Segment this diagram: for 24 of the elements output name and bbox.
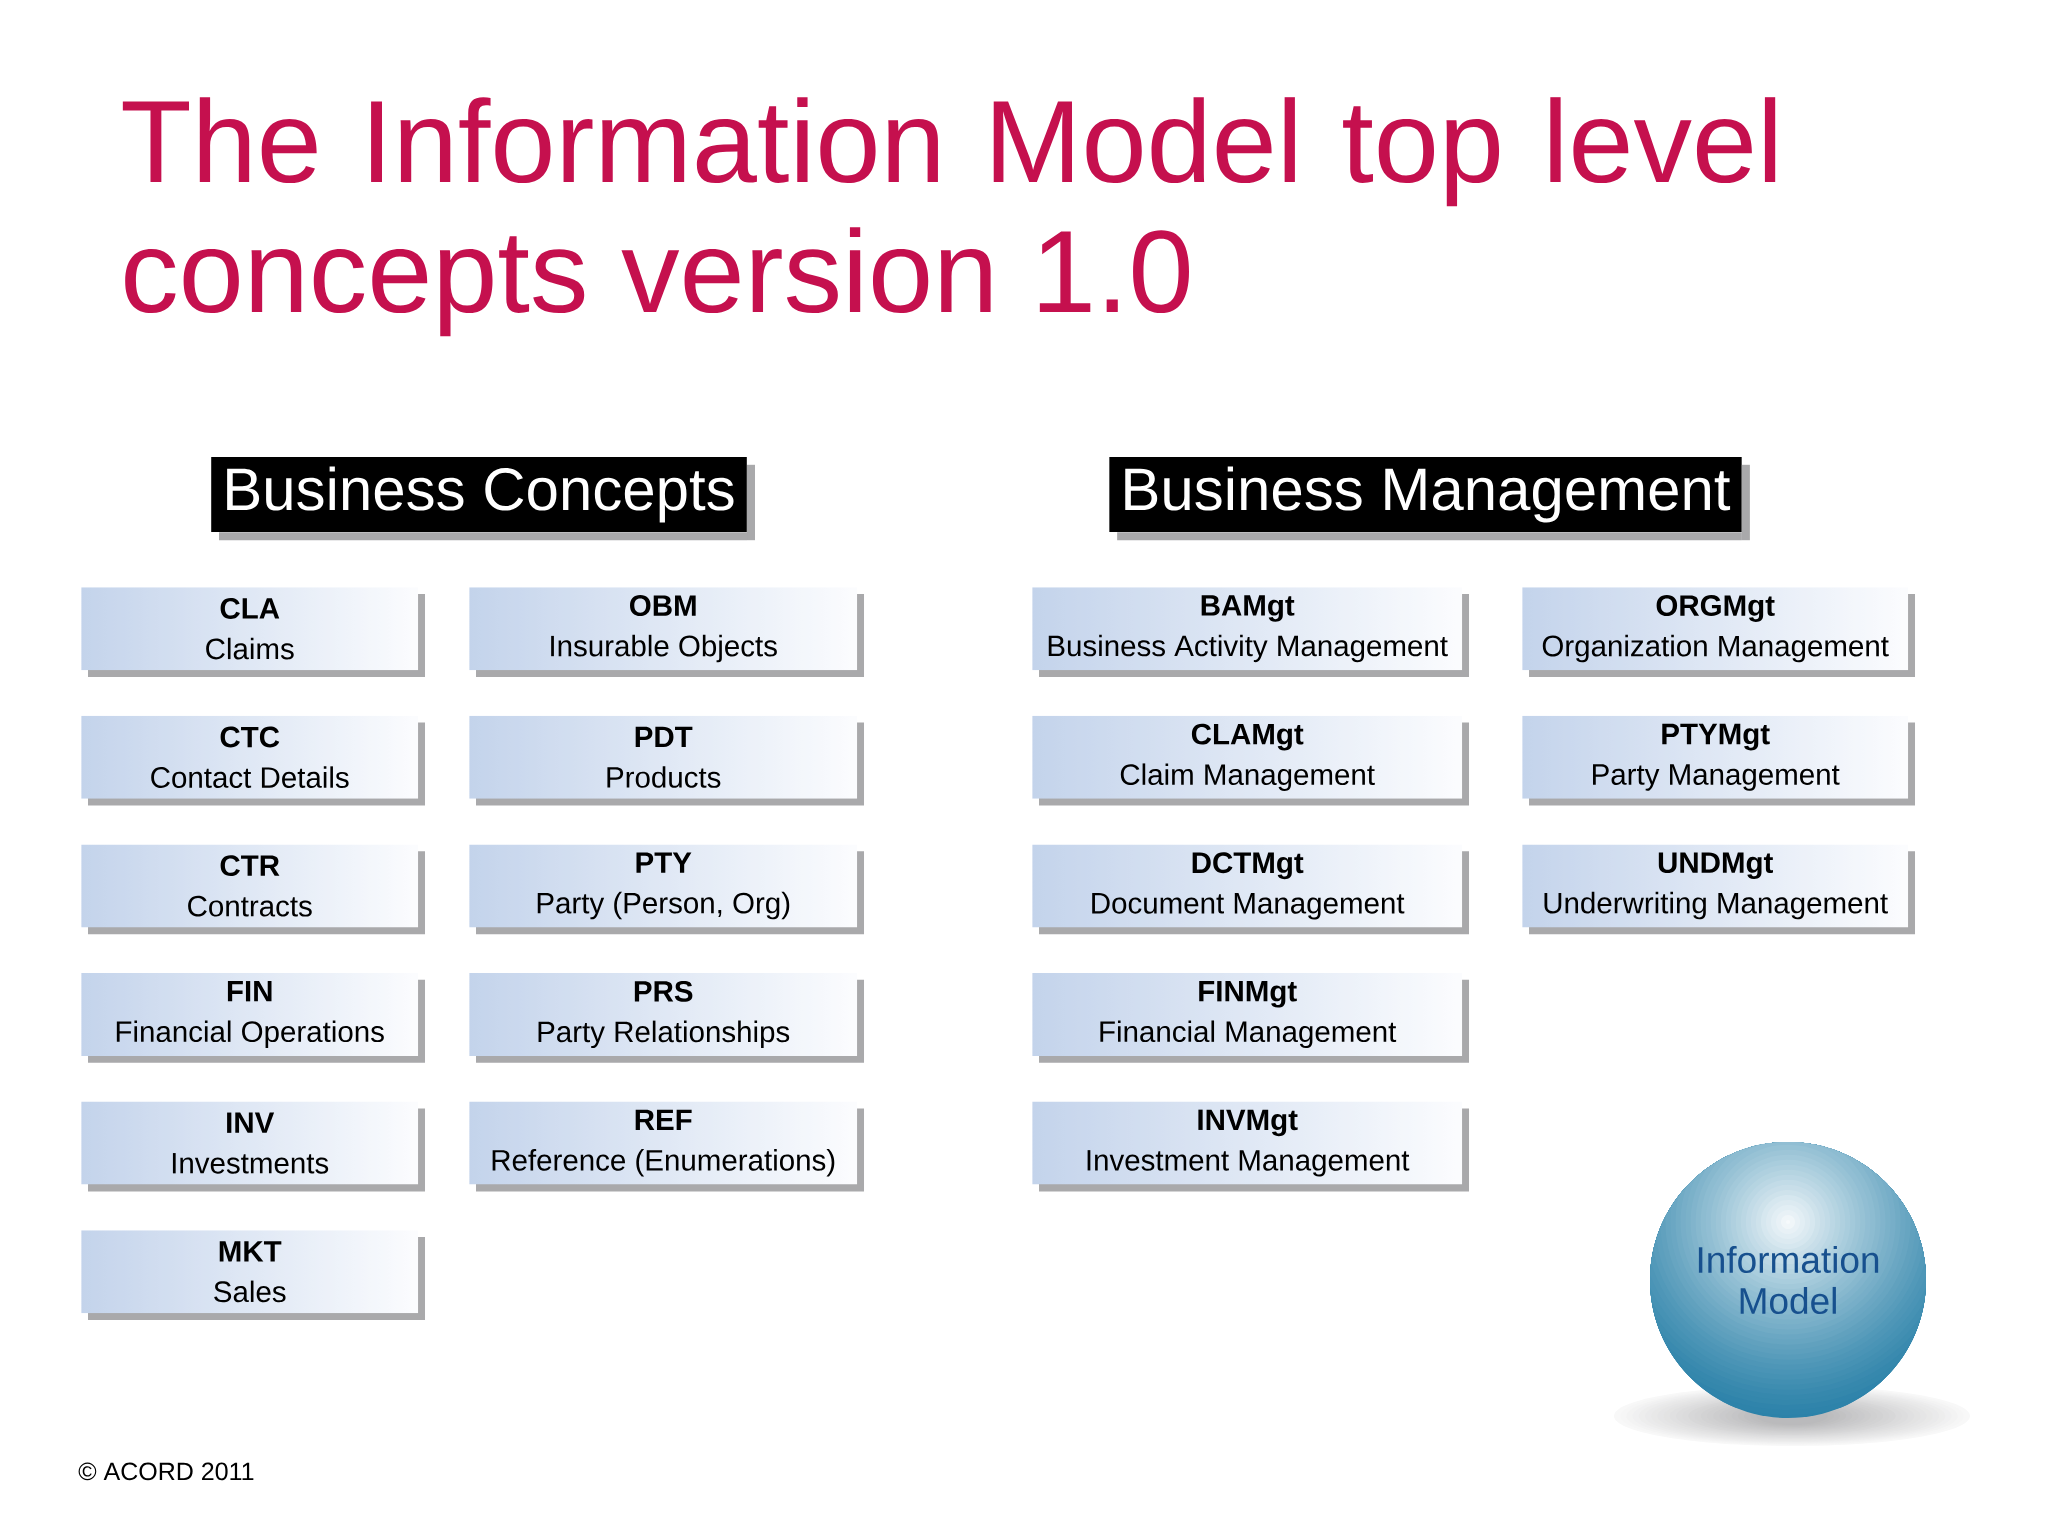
- module-box: INVMgt Investment Management: [1032, 1101, 1469, 1192]
- section-heading: Business Concepts: [211, 457, 755, 541]
- slide-title: The Information Model top level concepts version 1.0: [122, 97, 1776, 337]
- module-box: PTYMgt Party Management: [1522, 715, 1915, 806]
- module-box: UNDMgt Underwriting Management: [1522, 844, 1915, 935]
- module-box: CLA Claims: [81, 587, 425, 677]
- module-box: CTC Contact Details: [81, 715, 425, 806]
- module-box: CTR Contracts: [81, 844, 425, 935]
- module-box: PRS Party Relationships: [469, 973, 864, 1063]
- module-box: MKT Sales: [81, 1230, 425, 1320]
- module-box: FINMgt Financial Management: [1032, 973, 1469, 1063]
- section-heading: Business Management: [1109, 457, 1750, 541]
- module-box: DCTMgt Document Management: [1032, 844, 1469, 935]
- module-box: PDT Products: [469, 715, 864, 806]
- module-box: INV Investments: [81, 1101, 425, 1192]
- sphere: Information Model: [1614, 1142, 1970, 1446]
- module-box: OBM Insurable Objects: [469, 587, 864, 677]
- module-box: FIN Financial Operations: [81, 973, 425, 1063]
- copyright-note: © ACORD 2011: [78, 1462, 254, 1481]
- module-box: PTY Party (Person, Org): [469, 844, 864, 935]
- module-box: CLAMgt Claim Management: [1032, 715, 1469, 806]
- module-box: ORGMgt Organization Management: [1522, 587, 1915, 677]
- module-box: REF Reference (Enumerations): [469, 1101, 864, 1192]
- module-box: BAMgt Business Activity Management: [1032, 587, 1469, 677]
